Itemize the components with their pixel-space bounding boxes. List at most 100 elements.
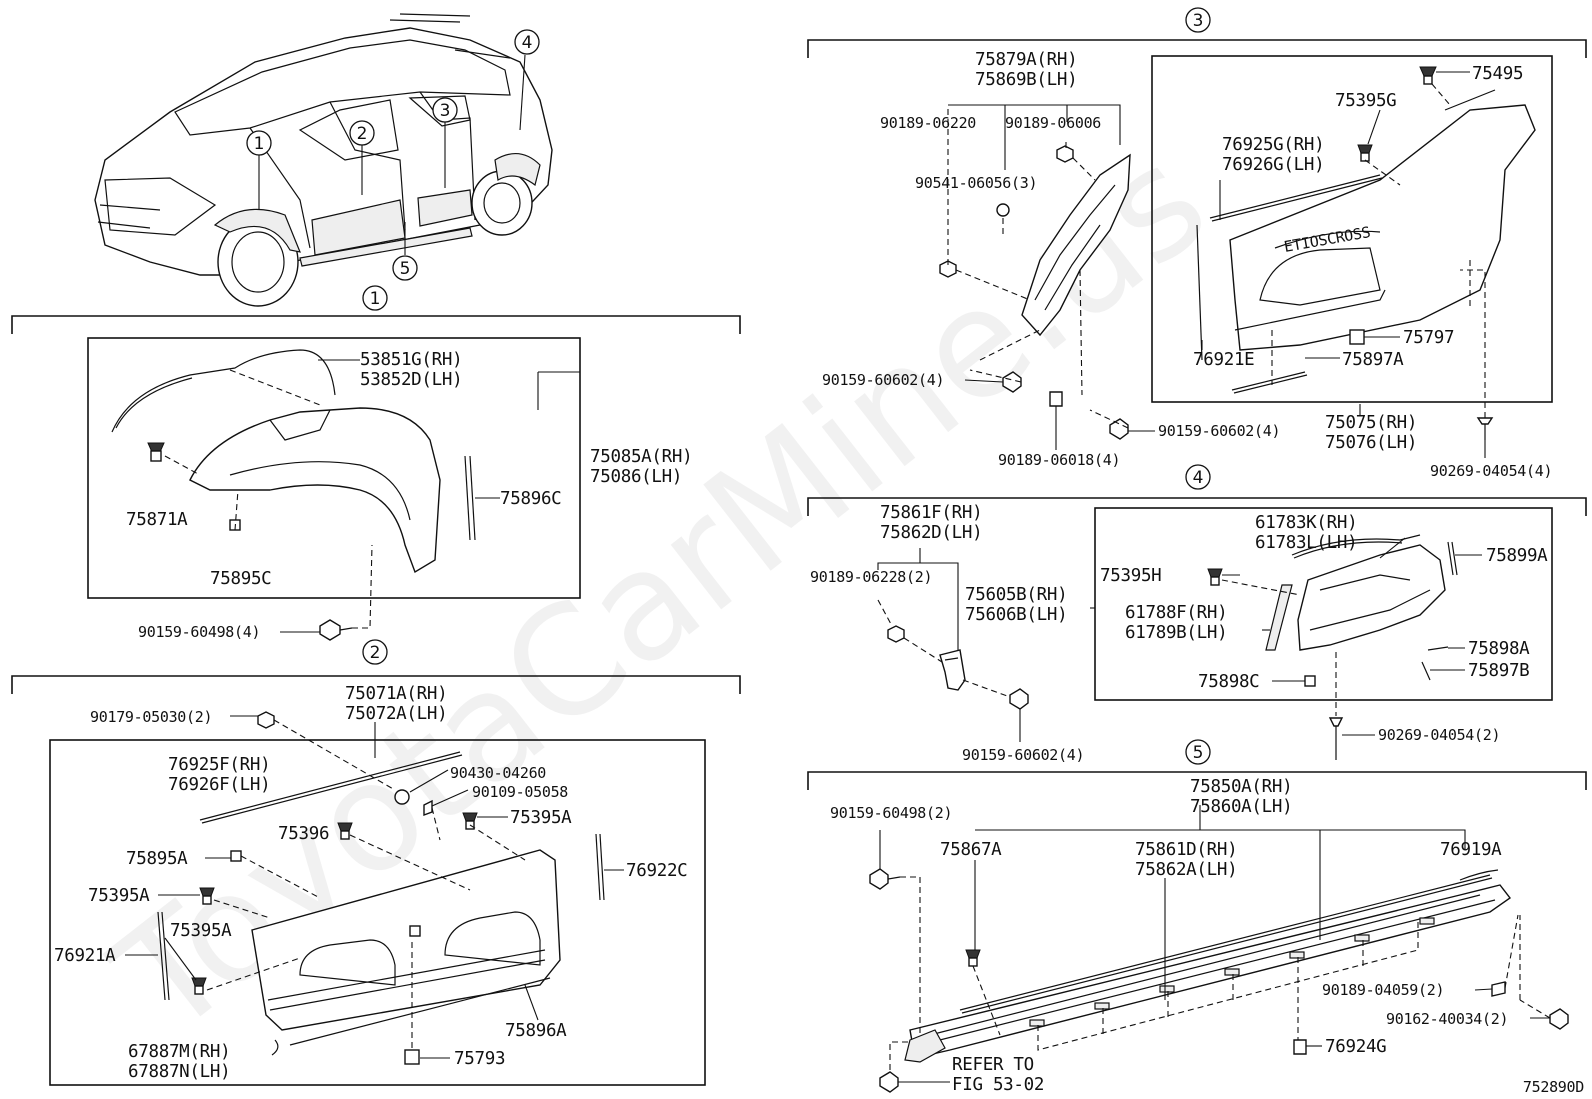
part-76925f: 76925F(RH)	[168, 755, 270, 775]
refer-to-label: REFER TO	[952, 1055, 1034, 1075]
svg-text:5: 5	[400, 259, 411, 279]
part-90430-04260: 90430-04260	[450, 764, 546, 782]
part-75862a: 75862A(LH)	[1135, 860, 1237, 880]
part-75395h: 75395H	[1100, 566, 1161, 586]
part-61783k: 61783K(RH)	[1255, 513, 1357, 533]
part-75072a: 75072A(LH)	[345, 704, 447, 724]
part-67887m: 67887M(RH)	[128, 1042, 230, 1062]
part-75860a: 75860A(LH)	[1190, 797, 1292, 817]
part-75896a: 75896A	[505, 1021, 567, 1041]
part-75086: 75086(LH)	[590, 467, 682, 487]
part-90159-60498: 90159-60498(4)	[138, 623, 260, 641]
part-76925g: 76925G(RH)	[1222, 135, 1324, 155]
part-90541-06056: 90541-06056(3)	[915, 174, 1037, 192]
part-90189-06006: 90189-06006	[1005, 114, 1101, 132]
part-75850a: 75850A(RH)	[1190, 777, 1292, 797]
part-75897a: 75897A	[1342, 350, 1404, 370]
section-1-index-label: 1	[370, 289, 381, 309]
part-90189-06228: 90189-06228(2)	[810, 568, 932, 586]
vehicle-overview: 1 2 3 4 5	[94, 13, 553, 307]
part-75085a: 75085A(RH)	[590, 447, 692, 467]
diagram-code: 752890D	[1523, 1078, 1584, 1096]
part-75862d: 75862D(LH)	[880, 523, 982, 543]
part-75898a: 75898A	[1468, 639, 1530, 659]
part-76926g: 76926G(LH)	[1222, 155, 1324, 175]
part-90269-04054-4: 90269-04054(4)	[1430, 462, 1552, 480]
part-75895c: 75895C	[210, 569, 271, 589]
section-5-index	[1185, 739, 1211, 765]
section-3: 3 ETIOSCROSS	[807, 7, 1587, 480]
part-75395a-top: 75395A	[510, 808, 572, 828]
part-75495: 75495	[1472, 64, 1523, 84]
part-75899a: 75899A	[1486, 546, 1548, 566]
part-90159-60602: 90159-60602(4)	[962, 746, 1084, 764]
section-1-frame	[87, 337, 581, 599]
part-90159-60602-a: 90159-60602(4)	[822, 371, 944, 389]
part-75879a: 75879A(RH)	[975, 50, 1077, 70]
part-75797: 75797	[1403, 328, 1454, 348]
section-1-index	[362, 285, 388, 311]
part-90159-60602-b: 90159-60602(4)	[1158, 422, 1280, 440]
part-75395a-low: 75395A	[170, 921, 232, 941]
part-75075: 75075(RH)	[1325, 413, 1417, 433]
section-5-index-label: 5	[1193, 743, 1204, 763]
part-75897b: 75897B	[1468, 661, 1529, 681]
svg-text:4: 4	[522, 33, 533, 53]
part-75869b: 75869B(LH)	[975, 70, 1077, 90]
part-75793: 75793	[454, 1049, 505, 1069]
part-61789b: 61789B(LH)	[1125, 623, 1227, 643]
part-76924g: 76924G	[1325, 1037, 1386, 1057]
part-90109-05058: 90109-05058	[472, 783, 568, 801]
section-4-index-label: 4	[1193, 468, 1204, 488]
section-4: 4	[807, 464, 1587, 764]
part-76921e: 76921E	[1193, 350, 1254, 370]
part-75395g: 75395G	[1335, 91, 1396, 111]
part-75605b: 75605B(RH)	[965, 585, 1067, 605]
section-3-index	[1185, 7, 1211, 33]
section-2-index-label: 2	[370, 643, 381, 663]
part-75395a-mid: 75395A	[88, 886, 150, 906]
svg-text:3: 3	[440, 101, 451, 121]
part-90269-04054-2: 90269-04054(2)	[1378, 726, 1500, 744]
part-90189-06220: 90189-06220	[880, 114, 976, 132]
part-75895a: 75895A	[126, 849, 188, 869]
section-4-index	[1185, 464, 1211, 490]
section-3-frame	[1151, 55, 1553, 403]
part-90162-40034: 90162-40034(2)	[1386, 1010, 1508, 1028]
section-2: 2	[11, 639, 741, 1086]
part-61788f: 61788F(RH)	[1125, 603, 1227, 623]
section-5: 5	[807, 739, 1587, 1095]
part-75071a: 75071A(RH)	[345, 684, 447, 704]
section-3-index-label: 3	[1193, 11, 1204, 31]
part-53852d: 53852D(LH)	[360, 370, 462, 390]
svg-text:2: 2	[357, 124, 368, 144]
part-53851g: 53851G(RH)	[360, 350, 462, 370]
section-1: 1 53851G(RH) 53852D(LH) 75085A(RH) 75086…	[11, 285, 741, 641]
callout-5: 5	[392, 255, 418, 281]
part-76926f: 76926F(LH)	[168, 775, 270, 795]
section-4-frame	[1094, 507, 1553, 701]
section-2-index	[362, 639, 388, 665]
callout-3: 3	[432, 97, 458, 123]
part-76919a: 76919A	[1440, 840, 1502, 860]
part-75861f: 75861F(RH)	[880, 503, 982, 523]
callout-2: 2	[349, 120, 375, 146]
part-67887n: 67887N(LH)	[128, 1062, 230, 1082]
part-75867a: 75867A	[940, 840, 1002, 860]
part-75606b: 75606B(LH)	[965, 605, 1067, 625]
part-90189-06018: 90189-06018(4)	[998, 451, 1120, 469]
part-75396: 75396	[278, 824, 329, 844]
callout-1: 1	[246, 130, 272, 156]
part-75896c: 75896C	[500, 489, 561, 509]
part-90179-05030: 90179-05030(2)	[90, 708, 212, 726]
part-61783l: 61783L(LH)	[1255, 533, 1357, 553]
part-90189-04059: 90189-04059(2)	[1322, 981, 1444, 999]
part-90159-60498-2: 90159-60498(2)	[830, 804, 952, 822]
part-75861d: 75861D(RH)	[1135, 840, 1237, 860]
part-75871a: 75871A	[126, 510, 188, 530]
part-75898c: 75898C	[1198, 672, 1259, 692]
part-76922c: 76922C	[626, 861, 687, 881]
rocker-clips	[1029, 917, 1435, 1027]
